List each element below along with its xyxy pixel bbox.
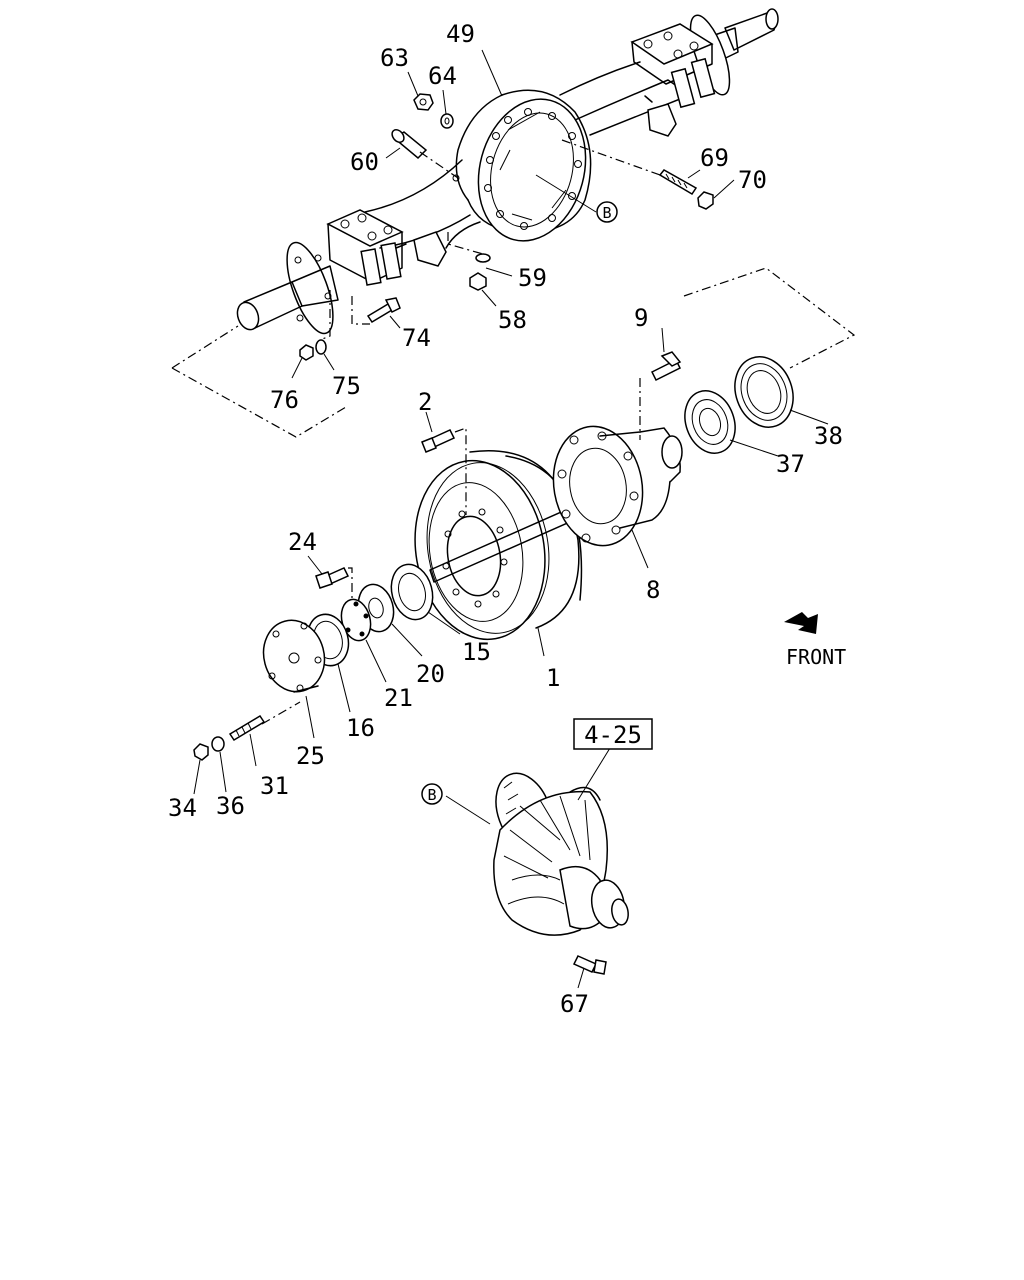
callout-b-label: B (427, 786, 436, 804)
differential-carrier (493, 772, 629, 936)
front-label: FRONT (786, 645, 846, 669)
label-63: 63 (380, 44, 409, 72)
oil-seal (734, 356, 794, 428)
label-64: 64 (428, 62, 457, 90)
leader-lines (193, 49, 829, 989)
nut (193, 743, 209, 761)
hub-stud-small (228, 714, 266, 742)
label-20: 20 (416, 660, 445, 688)
hub-cover (262, 619, 326, 693)
label-67: 67 (560, 990, 589, 1018)
label-31: 31 (260, 772, 289, 800)
label-1: 1 (546, 664, 560, 692)
label-60: 60 (350, 148, 379, 176)
housing-hardware (299, 93, 714, 361)
label-36: 36 (216, 792, 245, 820)
label-38: 38 (814, 422, 843, 450)
hub (552, 425, 683, 547)
label-74: 74 (402, 324, 431, 352)
label-15: 15 (462, 638, 491, 666)
callout-b-label: B (602, 204, 611, 222)
label-69: 69 (700, 144, 729, 172)
washer (211, 736, 225, 752)
label-37: 37 (776, 450, 805, 478)
carrier-bolt (572, 955, 607, 975)
hub-stud (650, 351, 682, 382)
label-76: 76 (270, 386, 299, 414)
label-2: 2 (418, 388, 432, 416)
label-16: 16 (346, 714, 375, 742)
callout-b-bottom: B (421, 783, 443, 805)
label-21: 21 (384, 684, 413, 712)
label-24: 24 (288, 528, 317, 556)
reference-box: 4-25 (573, 718, 653, 750)
reference-label: 4-25 (584, 721, 642, 749)
label-49: 49 (446, 20, 475, 48)
label-8: 8 (646, 576, 660, 604)
axle-bearing (390, 563, 434, 621)
callout-labels: 49 63 64 60 69 70 59 58 74 76 75 2 9 38 … (168, 20, 843, 1018)
flange-bolt (315, 567, 350, 589)
label-25: 25 (296, 742, 325, 770)
drum-bolt (421, 429, 456, 453)
label-58: 58 (498, 306, 527, 334)
circle-b-icon (421, 783, 443, 805)
label-75: 75 (332, 372, 361, 400)
label-34: 34 (168, 794, 197, 822)
circle-b-icon (596, 201, 618, 223)
label-70: 70 (738, 166, 767, 194)
axle-flange-ring (340, 598, 372, 642)
label-59: 59 (518, 264, 547, 292)
label-9: 9 (634, 304, 648, 332)
callout-b-top: B (596, 201, 618, 223)
axle-housing (236, 8, 779, 335)
front-arrow-icon (784, 612, 818, 634)
hub-bearing (684, 390, 736, 454)
